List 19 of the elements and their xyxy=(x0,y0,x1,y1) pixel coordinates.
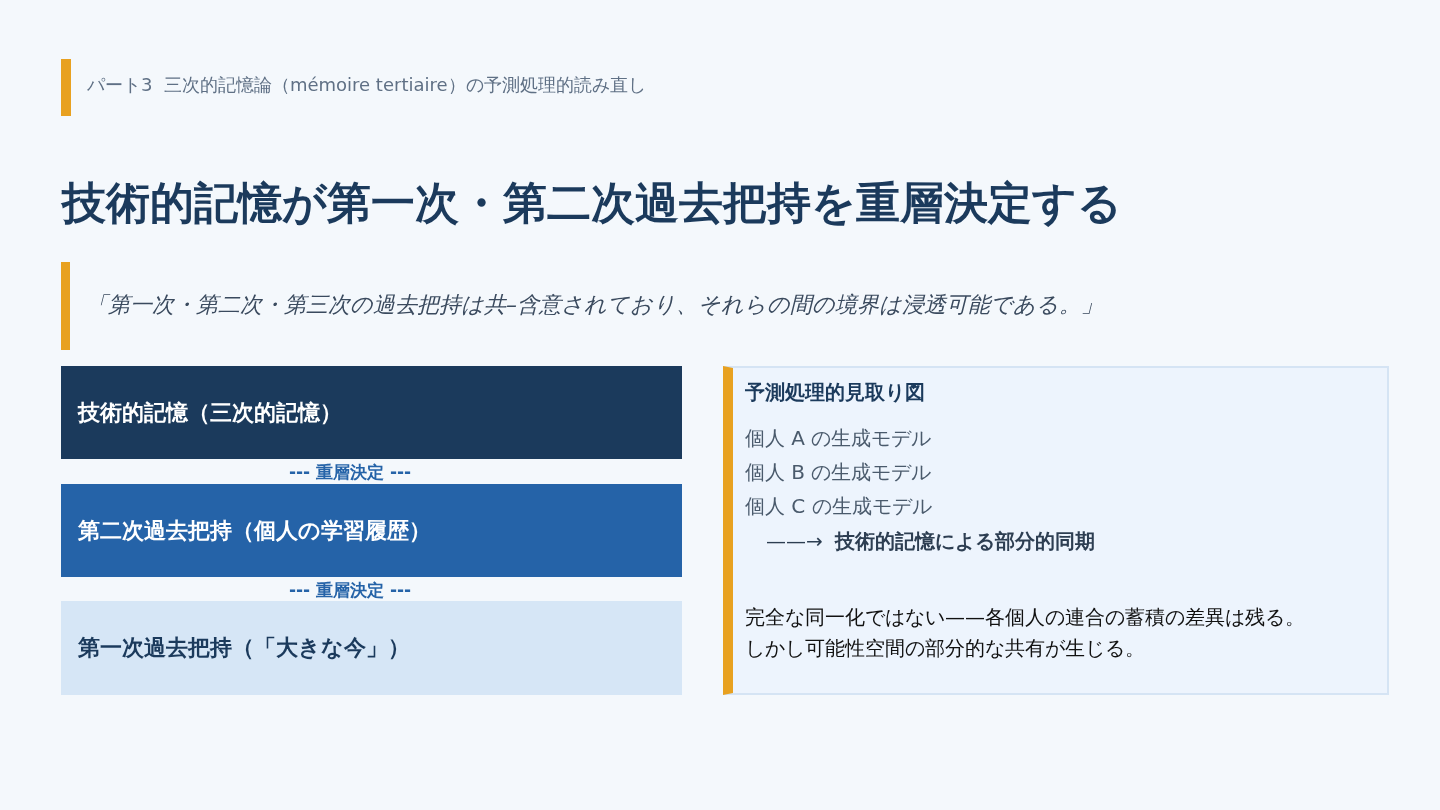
layer-band xyxy=(61,601,682,695)
layer-band xyxy=(61,366,682,459)
slide-title: 技術的記憶が第一次・第二次過去把持を重層決定する xyxy=(62,176,1122,230)
info-panel xyxy=(723,366,1389,695)
panel-note: しかし可能性空間の部分的な共有が生じる。 xyxy=(745,636,1145,661)
band-title: 第二次過去把持（個人の学習履歴） xyxy=(78,516,431,545)
band-title: 技術的記憶（三次的記憶） xyxy=(78,398,342,427)
panel-note: 完全な同一化ではない——各個人の連合の蓄積の差異は残る。 xyxy=(745,605,1305,630)
layer-band xyxy=(61,484,682,577)
relation-label: --- 重層決定 --- xyxy=(288,462,412,483)
section-subtitle: パート3 三次的記憶論（mémoire tertiaire）の予測処理的読み直し xyxy=(87,74,646,96)
model-line: 個人 A の生成モデル xyxy=(745,426,932,451)
band-title: 第一次過去把持（「大きな今」） xyxy=(78,634,410,662)
model-line: 個人 C の生成モデル xyxy=(745,494,932,519)
model-line: 個人 B の生成モデル xyxy=(745,460,932,485)
relation-label: --- 重層決定 --- xyxy=(288,580,412,601)
quote-text: 「第一次・第二次・第三次の過去把持は共–含意されており、それらの間の境界は浸透可能である。」 xyxy=(86,292,1103,319)
panel-heading: 予測処理的見取り図 xyxy=(745,380,925,405)
sync-line: ——→ 技術的記憶による部分的同期 xyxy=(766,529,1096,554)
